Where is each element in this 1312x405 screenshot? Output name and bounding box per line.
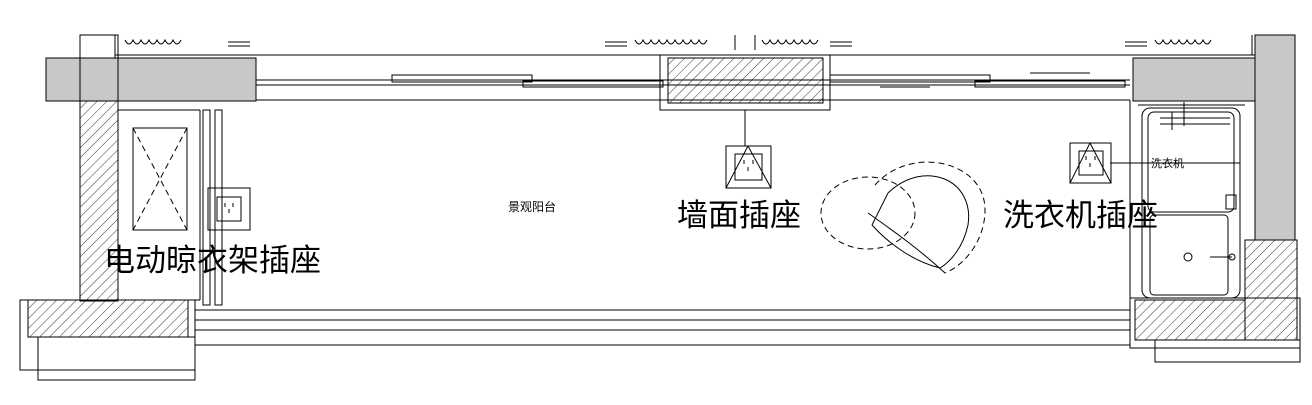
balcony-name-label: 景观阳台 xyxy=(508,199,556,214)
left-wall xyxy=(19,34,257,381)
washer-socket-label: 洗衣机插座 xyxy=(1003,198,1158,234)
washing-machine-label: 洗衣机 xyxy=(1151,156,1184,170)
right-wall xyxy=(1129,34,1301,363)
top-wall xyxy=(115,54,1255,111)
drying-rack-socket-icon xyxy=(207,187,251,231)
top-window-strip xyxy=(79,35,1253,58)
washing-machine xyxy=(1110,102,1241,299)
bottom-wall xyxy=(195,309,1130,346)
curved-bench-shapes xyxy=(820,161,986,274)
drying-rack-socket-label: 电动晾衣架插座 xyxy=(104,243,321,279)
drying-rack-box xyxy=(132,127,188,231)
washer-socket-icon xyxy=(1069,142,1112,184)
wall-socket-icon xyxy=(725,110,772,189)
wall-socket-label: 墙面插座 xyxy=(677,198,801,234)
